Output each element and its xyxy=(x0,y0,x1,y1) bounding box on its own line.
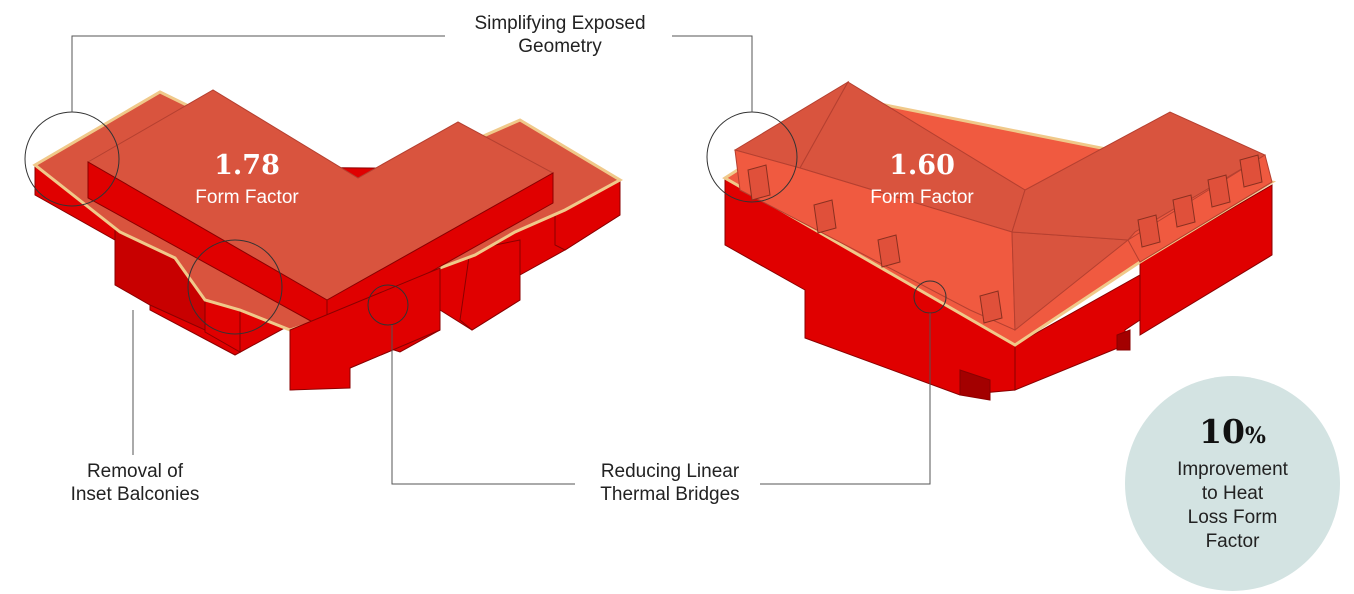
right-dark-recess-2 xyxy=(1116,329,1131,351)
right-wing-roof-slope xyxy=(1011,111,1267,241)
leader-thermal-right xyxy=(760,313,931,485)
leader-lines xyxy=(71,35,931,485)
callout-bottom-mid-line2: Thermal Bridges xyxy=(600,484,740,505)
leader-top-left xyxy=(71,35,445,112)
summary-line4: Factor xyxy=(1205,531,1260,552)
summary-line3: Loss Form xyxy=(1187,507,1278,528)
callout-top-line2: Geometry xyxy=(518,36,602,57)
summary-percentage: 10% xyxy=(1125,412,1340,451)
right-dark-recess xyxy=(959,369,991,401)
callout-bottom-left-label: Removal of Inset Balconies xyxy=(30,460,240,506)
callout-bottom-left-line1: Removal of xyxy=(86,461,184,482)
summary-unit: % xyxy=(1245,423,1266,449)
building-original xyxy=(32,89,624,391)
summary-line1: Improvement xyxy=(1177,459,1288,480)
summary-badge xyxy=(1125,376,1340,591)
callout-top-label: Simplifying Exposed Geometry xyxy=(430,12,690,58)
left-balcony-block-5 xyxy=(459,239,521,331)
callout-circle-thermal-left xyxy=(367,284,409,326)
callout-top-line1: Simplifying Exposed xyxy=(474,13,646,34)
building-simplified xyxy=(722,80,1277,401)
callout-bottom-left-line2: Inset Balconies xyxy=(70,484,200,505)
callout-bottom-mid-label: Reducing Linear Thermal Bridges xyxy=(560,460,780,506)
form-factor-value-original: 1.78 xyxy=(214,150,280,181)
right-wing-wall xyxy=(1139,184,1273,336)
leader-thermal-left xyxy=(391,325,575,485)
summary-description: Improvement to Heat Loss Form Factor xyxy=(1125,458,1340,554)
right-dormers xyxy=(747,154,1263,324)
form-factor-value-simplified: 1.60 xyxy=(889,150,955,181)
form-factor-label-original: Form Factor xyxy=(195,187,299,208)
form-factor-label-simplified: Form Factor xyxy=(870,187,974,208)
callout-circle-balcony xyxy=(187,239,283,335)
callout-bottom-mid-line1: Reducing Linear xyxy=(600,461,740,482)
leader-top-right xyxy=(672,35,753,112)
summary-line2: to Heat xyxy=(1201,483,1264,504)
summary-value: 10 xyxy=(1199,412,1246,451)
